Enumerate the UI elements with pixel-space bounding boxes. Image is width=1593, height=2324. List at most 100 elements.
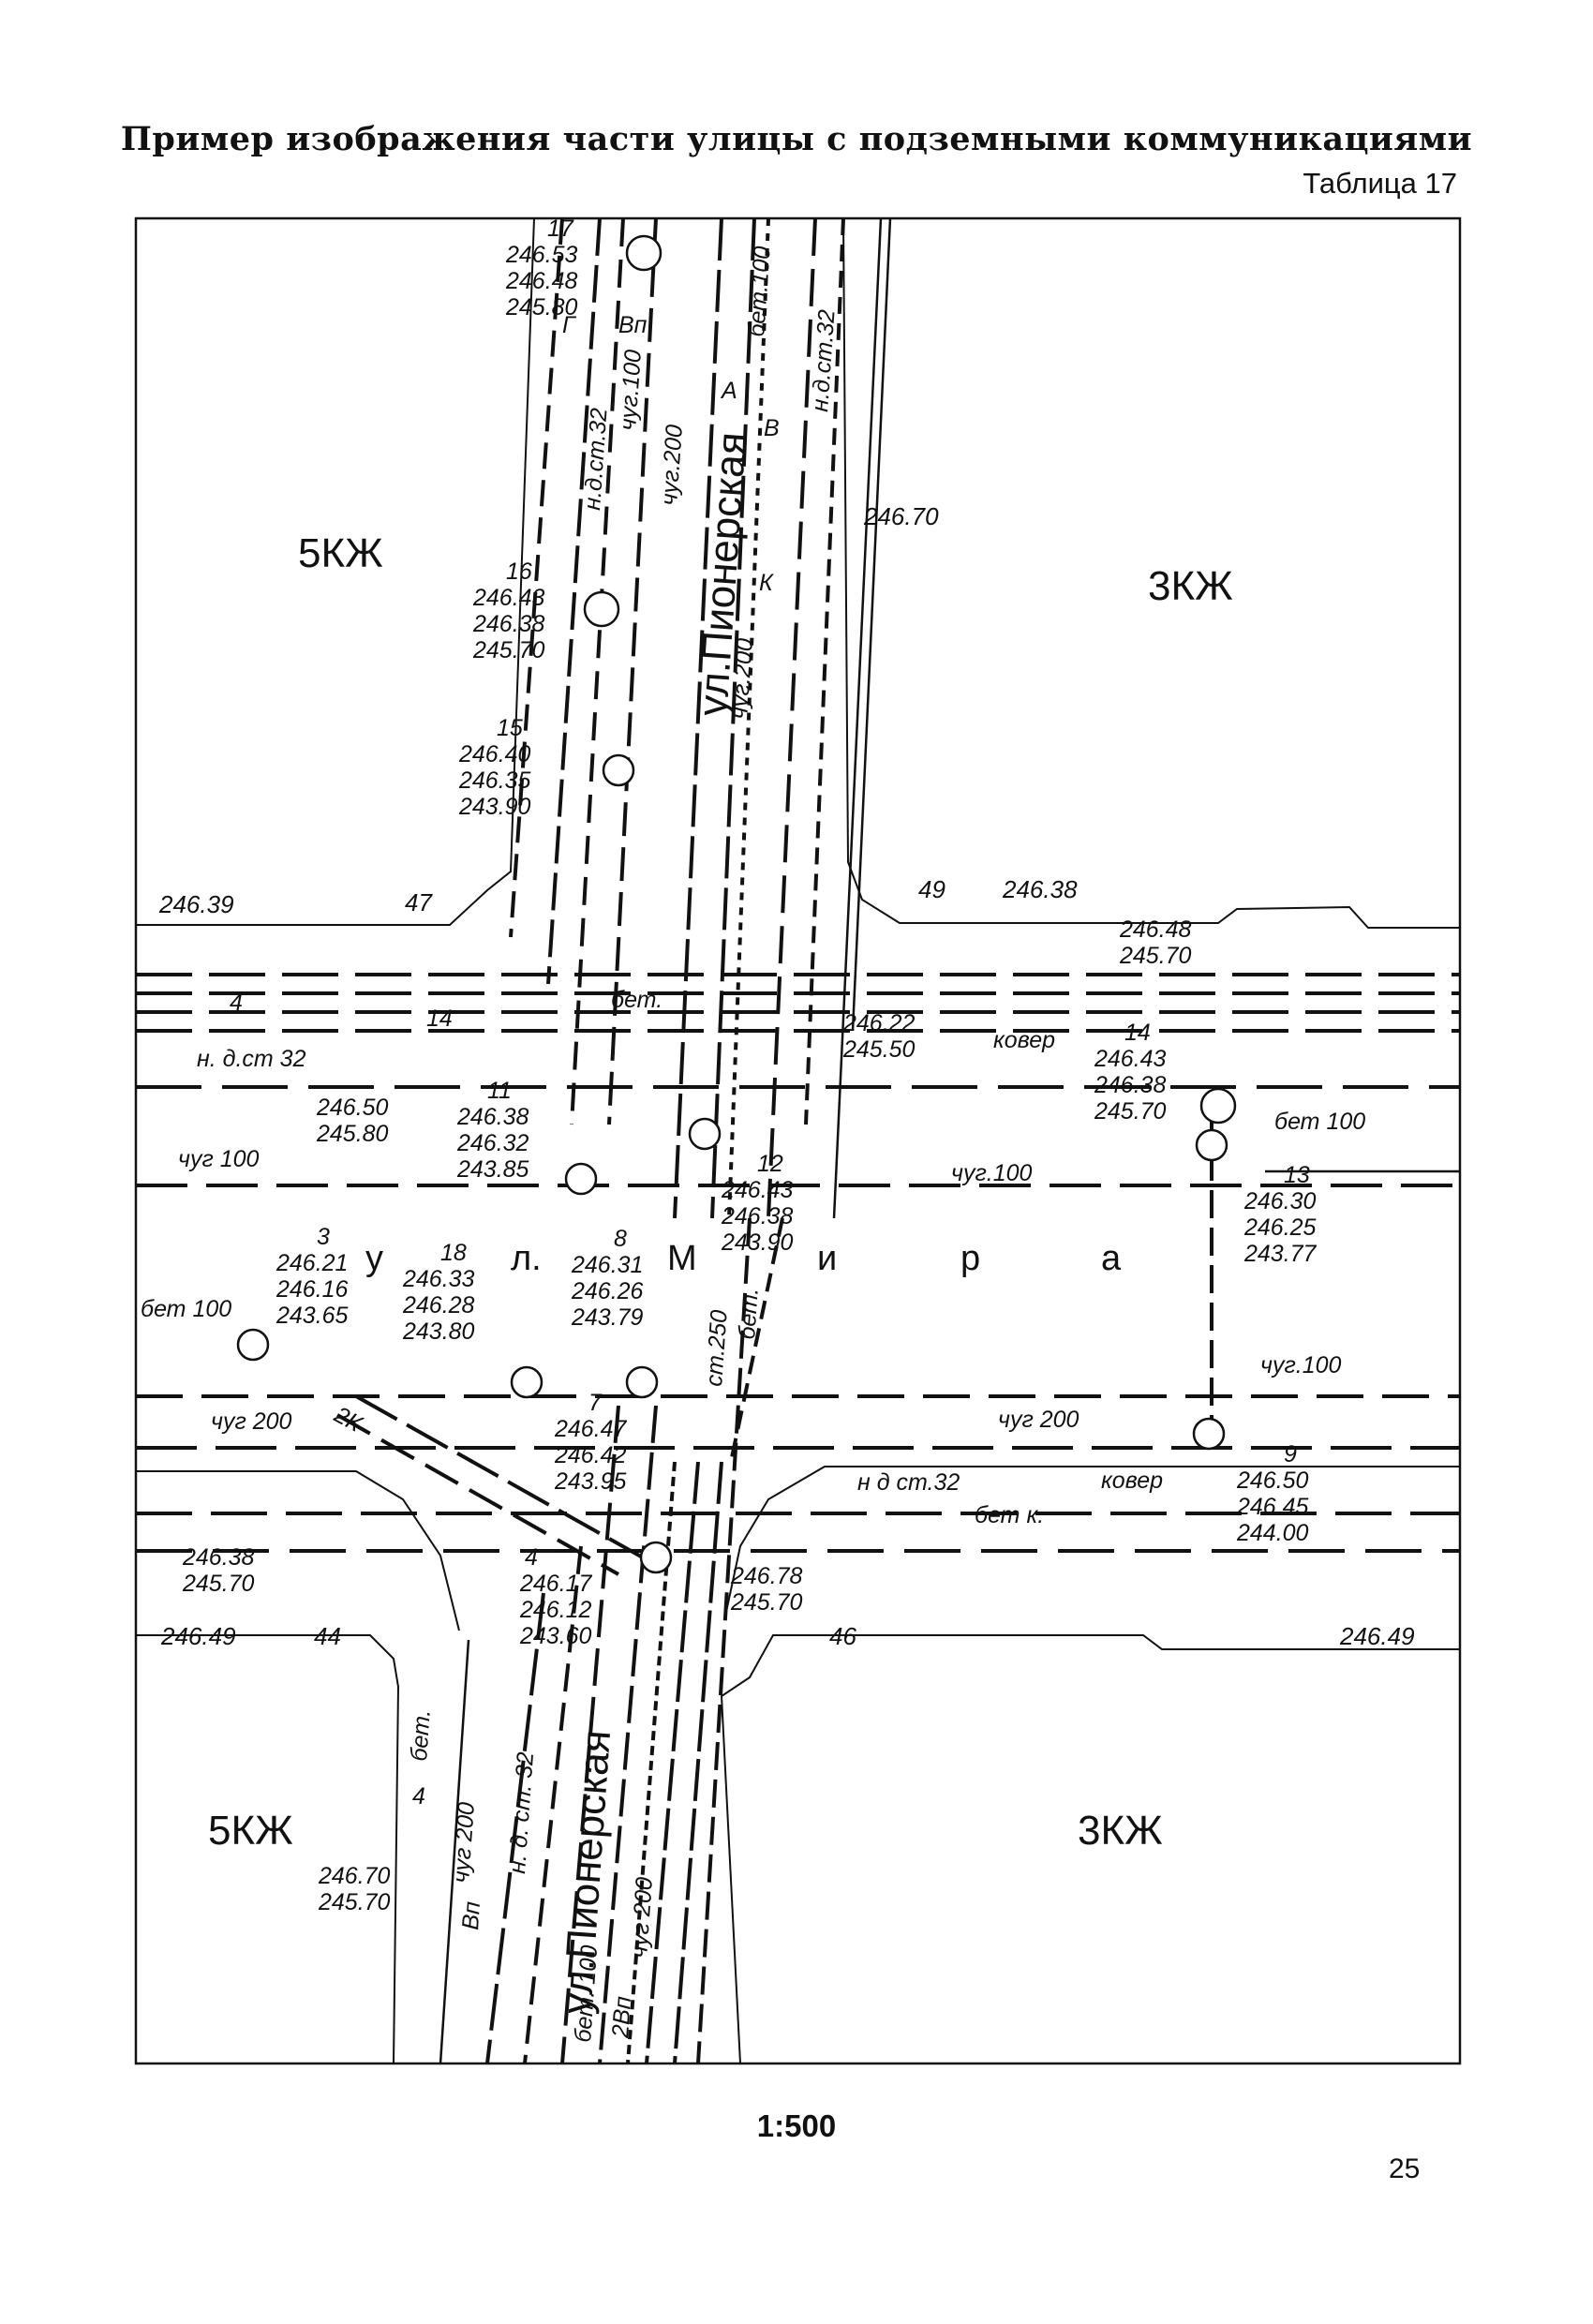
page-title: Пример изображения части улицы с подземн…: [120, 120, 1473, 158]
svg-text:246.32: 246.32: [456, 1130, 529, 1156]
svg-text:246.38: 246.38: [472, 611, 545, 637]
svg-text:14: 14: [426, 1006, 453, 1032]
corner-marks: 246.39 47 49 246.38 246.49 44 46 246.49 …: [158, 502, 1415, 1650]
svg-text:9: 9: [1284, 1441, 1297, 1467]
svg-text:245.50: 245.50: [842, 1036, 916, 1063]
svg-text:245.70: 245.70: [318, 1889, 391, 1915]
zone-nw: 5КЖ: [298, 530, 383, 576]
svg-text:246.50: 246.50: [1236, 1467, 1309, 1494]
svg-text:243.95: 243.95: [554, 1468, 627, 1495]
well-7-symbol: [625, 1365, 659, 1399]
corner-nw-elev: 246.39: [158, 890, 234, 918]
svg-text:бет 100: бет 100: [1274, 1109, 1365, 1135]
svg-text:бет.100: бет.100: [743, 246, 776, 338]
svg-text:чуг 200: чуг 200: [626, 1876, 658, 1959]
well-3-symbol: [236, 1328, 270, 1362]
svg-text:4: 4: [525, 1544, 538, 1571]
svg-text:12: 12: [757, 1151, 783, 1177]
svg-text:246.70: 246.70: [318, 1863, 391, 1889]
svg-text:245.80: 245.80: [316, 1121, 389, 1147]
svg-text:246.38: 246.38: [1094, 1072, 1167, 1098]
svg-text:243.60: 243.60: [519, 1623, 592, 1649]
svg-text:Вп: Вп: [457, 1900, 485, 1931]
corner-se-elev: 246.49: [1339, 1622, 1415, 1650]
svg-text:чуг 200: чуг 200: [448, 1801, 480, 1884]
svg-text:246.25: 246.25: [1243, 1214, 1317, 1241]
scale-label: 1:500: [756, 2108, 837, 2143]
well-18-symbol: [510, 1365, 543, 1399]
svg-text:243.90: 243.90: [721, 1229, 794, 1256]
svg-text:16: 16: [506, 559, 532, 585]
svg-text:246.35: 246.35: [458, 767, 531, 794]
corner-ne-elev: 246.38: [1002, 875, 1078, 903]
street-letter-m: М: [667, 1239, 697, 1278]
svg-text:Вп: Вп: [618, 312, 648, 338]
svg-text:ковер: ковер: [1101, 1467, 1163, 1494]
svg-text:246.28: 246.28: [402, 1292, 475, 1318]
svg-text:245.70: 245.70: [730, 1589, 803, 1616]
well-16-symbol: [583, 590, 620, 628]
corner-sw-lot: 44: [314, 1622, 341, 1650]
corner-sw-elev: 246.49: [160, 1622, 236, 1650]
svg-text:246.50: 246.50: [316, 1095, 389, 1121]
svg-text:244.00: 244.00: [1236, 1520, 1309, 1546]
svg-text:4: 4: [230, 990, 243, 1016]
svg-text:н. д.ст 32: н. д.ст 32: [197, 1046, 306, 1072]
horizontal-utilities: [136, 973, 1460, 1576]
svg-text:246.43: 246.43: [472, 585, 545, 611]
svg-text:245.70: 245.70: [182, 1571, 255, 1597]
corner-ne-lot: 49: [918, 875, 945, 903]
n-spot-elev: 246.70: [863, 502, 939, 530]
svg-text:чуг 100: чуг 100: [178, 1146, 260, 1172]
svg-text:246.38: 246.38: [182, 1544, 255, 1571]
street-letter-a: а: [1101, 1239, 1122, 1278]
svg-text:243.79: 243.79: [571, 1304, 644, 1331]
well-4-symbol: [639, 1541, 673, 1574]
well-13-symbol: [1195, 1128, 1228, 1162]
svg-text:245.80: 245.80: [505, 294, 578, 320]
page-number: 25: [1389, 2153, 1421, 2184]
svg-text:246.26: 246.26: [571, 1278, 644, 1304]
svg-text:Г: Г: [562, 312, 577, 338]
svg-text:245.70: 245.70: [1119, 943, 1192, 969]
svg-text:чуг 200: чуг 200: [211, 1408, 292, 1435]
pipe-labels: н.д.ст.32 чуг.100 чуг.200 бет.100 н.д.ст…: [141, 246, 1365, 2044]
well-9-symbol: [1192, 1417, 1226, 1451]
svg-text:2Вп: 2Вп: [607, 1995, 636, 2039]
svg-text:чуг.200: чуг.200: [726, 637, 758, 720]
svg-text:246.16: 246.16: [275, 1276, 349, 1303]
svg-text:К: К: [759, 570, 774, 596]
svg-text:245.70: 245.70: [1094, 1098, 1167, 1125]
svg-text:бет 100: бет 100: [141, 1296, 231, 1322]
street-letter-l: л.: [511, 1239, 542, 1278]
svg-text:246.48: 246.48: [505, 268, 578, 294]
zone-se: 3КЖ: [1078, 1808, 1163, 1854]
svg-text:н д ст.32: н д ст.32: [857, 1469, 960, 1496]
vertical-utilities: [439, 217, 1213, 2064]
svg-text:бет.: бет.: [406, 1708, 436, 1762]
street-letter-r: р: [960, 1239, 980, 1278]
svg-text:н. д. ст. 32: н. д. ст. 32: [504, 1751, 539, 1875]
well-17-symbol: [625, 234, 663, 272]
svg-text:246.45: 246.45: [1236, 1494, 1309, 1520]
svg-text:ст.250: ст.250: [701, 1309, 733, 1388]
svg-text:243.85: 243.85: [456, 1156, 529, 1183]
svg-text:246.40: 246.40: [458, 741, 531, 767]
corner-nw-lot: 47: [405, 888, 433, 916]
svg-text:246.30: 246.30: [1243, 1188, 1317, 1214]
svg-text:бет.: бет.: [611, 987, 663, 1013]
svg-text:246.12: 246.12: [519, 1597, 592, 1623]
